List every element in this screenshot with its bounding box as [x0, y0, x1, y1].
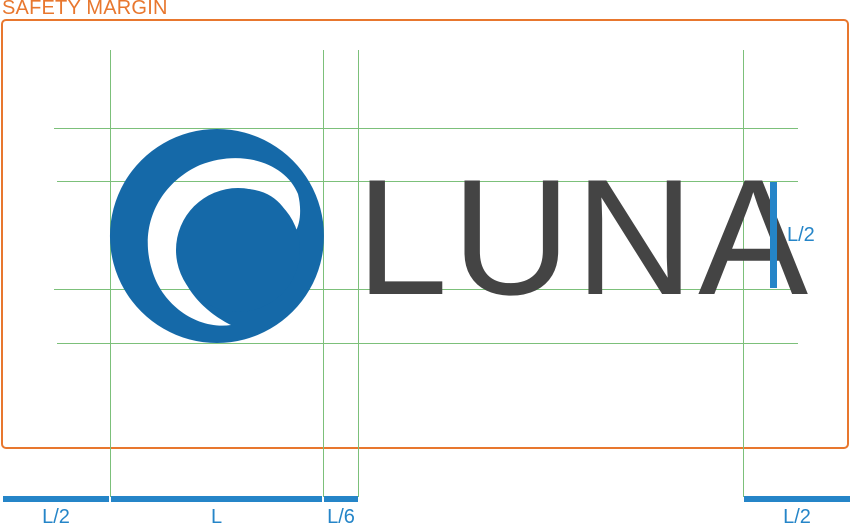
measure-bar-icon-width [111, 496, 322, 502]
guide-line-vertical [323, 50, 324, 497]
measure-bar-right-margin [744, 496, 850, 502]
measure-label-right-margin: L/2 [783, 506, 811, 528]
guide-line-vertical [743, 50, 744, 497]
safety-margin-label: SAFETY MARGIN [2, 0, 168, 19]
guide-line-horizontal [54, 289, 798, 290]
height-indicator-bar [770, 182, 777, 288]
measure-label-gap: L/6 [327, 506, 355, 528]
measure-bar-left-margin [3, 496, 109, 502]
measure-bar-gap [324, 496, 358, 502]
logo-wordmark: LUNA [356, 145, 813, 329]
guide-line-horizontal [57, 343, 798, 344]
safety-margin-box [1, 19, 849, 449]
measure-label-icon-width: L [210, 506, 223, 528]
guide-line-vertical [358, 50, 359, 497]
measure-label-left-margin: L/2 [42, 506, 70, 528]
height-indicator-label: L/2 [787, 224, 815, 246]
guide-line-horizontal [57, 181, 798, 182]
guide-line-vertical [110, 50, 111, 497]
inner-moon [176, 188, 300, 312]
guide-line-horizontal [54, 128, 798, 129]
